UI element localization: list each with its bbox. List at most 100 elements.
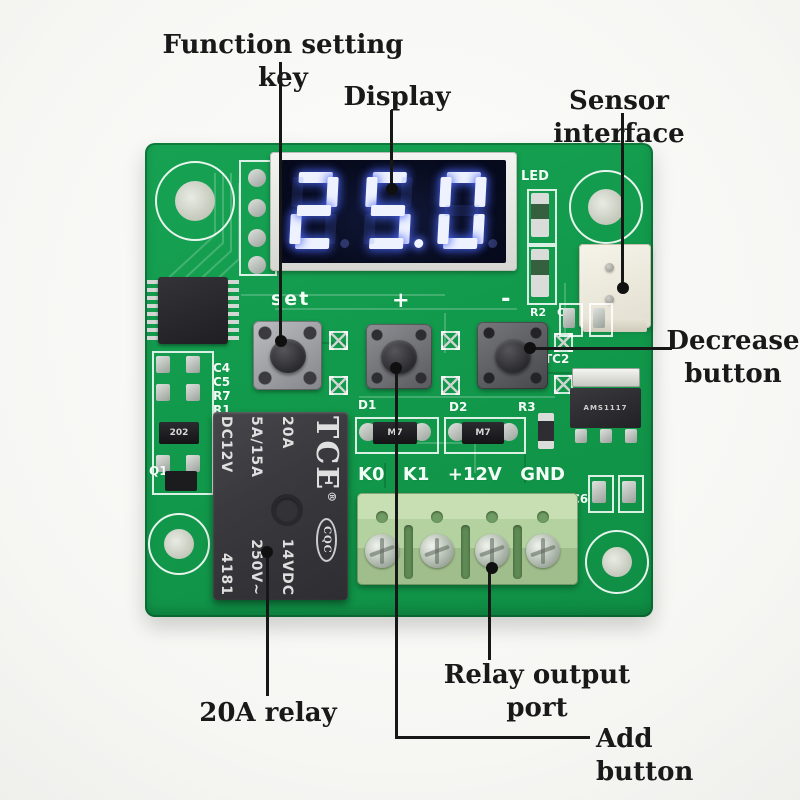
diode2-box <box>444 417 526 454</box>
label-sensor-interface: Sensor interface <box>553 86 685 149</box>
silk-plus-label: + <box>392 288 410 312</box>
smd-pad <box>156 356 170 373</box>
terminal-wire-hole <box>431 511 443 523</box>
smd-pad <box>563 308 575 328</box>
decimal-point <box>414 239 424 248</box>
smd-pad <box>186 455 200 472</box>
terminal-wire-hole <box>486 511 498 523</box>
sensor-connector <box>579 244 651 332</box>
terminal-screw-k1 <box>420 534 454 568</box>
silk-set-label: set <box>271 288 311 310</box>
connector-pin <box>605 295 614 304</box>
digit-segment <box>370 205 406 216</box>
regulator-leg <box>600 429 612 443</box>
voltage-regulator: AMS1117 <box>570 388 641 428</box>
pad-box <box>589 303 613 337</box>
silk-k0-label: K0 <box>358 464 385 485</box>
smd-led-1 <box>531 193 549 237</box>
leader-line-add-button-horizontal <box>395 736 590 739</box>
terminal-wire-hole <box>537 511 549 523</box>
terminal-divider <box>461 525 470 579</box>
leader-dot-sensor <box>617 282 629 294</box>
leader-dot-set-button <box>275 335 287 347</box>
digit-segment <box>439 177 452 207</box>
digit-segment <box>363 214 376 244</box>
terminal-divider <box>513 525 522 579</box>
pad-box <box>559 303 583 337</box>
minus-button <box>477 322 548 389</box>
label-decrease-button: Decrease button <box>666 325 800 390</box>
mounting-hole-top-left <box>155 161 235 241</box>
header-pad <box>248 199 266 217</box>
smd-pad <box>186 356 200 373</box>
silk-r7-label: R7 <box>213 389 231 403</box>
digit-segment <box>296 205 332 216</box>
leader-line-add-button-vertical <box>395 368 398 739</box>
led-silkscreen-box2 <box>527 245 557 305</box>
resistor-202-marking: 202 <box>169 428 189 438</box>
leader-dot-decrease <box>524 342 536 354</box>
display-digit <box>289 172 350 249</box>
resistor-r3 <box>538 413 554 449</box>
label-decrease-line2: button <box>684 358 782 389</box>
label-20a-relay: 20A relay <box>199 698 337 728</box>
regulator-marking: AMS1117 <box>583 404 628 412</box>
silk-r3-label: R3 <box>518 400 536 414</box>
pad-box <box>588 475 614 513</box>
diode-d2-marking: M7 <box>475 428 491 438</box>
label-relay-output-port: Relay output port <box>443 660 631 723</box>
fiducial-pad <box>329 331 348 350</box>
leader-line-sensor-interface <box>621 113 624 289</box>
digit-segment <box>289 214 302 244</box>
connector-pin <box>605 263 614 272</box>
leader-line-relay-output-port <box>488 568 491 660</box>
relay-brand-row: TCE® CQC <box>309 416 344 596</box>
leader-line-decrease-button <box>530 347 672 350</box>
leader-dot-display <box>386 183 398 195</box>
diode-pad <box>413 423 431 441</box>
header-pad <box>248 169 266 187</box>
mounting-hole-top-right <box>569 170 643 244</box>
decimal-point <box>488 239 498 248</box>
plus-button <box>366 324 432 389</box>
relay-batch-code: 4181 <box>217 553 234 596</box>
display-module <box>270 152 517 271</box>
silk-d2-label: D2 <box>449 400 468 414</box>
terminal-divider <box>404 525 413 579</box>
digit-segment <box>437 214 450 244</box>
digit-segment <box>326 177 339 207</box>
ic-pins-left <box>147 280 158 341</box>
resistor-202: 202 <box>159 422 199 444</box>
terminal-silkscreen-row: K0 K1 +12V GND <box>358 466 565 484</box>
silk-c5-label: C5 <box>213 375 231 389</box>
label-add-button: Add button <box>596 724 694 787</box>
relay-dimple <box>271 494 303 526</box>
ic-pins-right <box>228 280 239 341</box>
silk-r2-label: R2 <box>530 306 547 319</box>
label-display: Display <box>343 82 451 112</box>
set-button <box>253 321 322 390</box>
pcb-board: LED set + - R2 C1 TC2 <box>145 143 653 617</box>
digit-segment <box>365 177 378 207</box>
display-digit <box>437 172 498 249</box>
pad-box <box>618 475 644 513</box>
silk-tc2-label: TC2 <box>544 352 570 366</box>
diode-pad <box>500 423 518 441</box>
terminal-screw-k0 <box>365 534 399 568</box>
main-ic-chip <box>158 277 228 344</box>
diode-d2: M7 <box>462 422 504 444</box>
label-function-setting-key: Function setting key <box>162 30 404 93</box>
mounting-hole-bottom-right <box>585 530 649 594</box>
regulator-leg <box>625 429 637 443</box>
relay-brand: TCE® <box>308 416 344 505</box>
fiducial-pad <box>441 331 460 350</box>
leader-dot-plus-button <box>390 362 402 374</box>
leader-dot-relay <box>261 546 273 558</box>
leader-dot-terminal <box>486 562 498 574</box>
led-silkscreen-box <box>527 189 557 245</box>
digit-segment <box>444 205 480 216</box>
terminal-wire-hole <box>376 511 388 523</box>
relay-rating-line3: DC12V 4181 <box>218 416 234 596</box>
relay: TCE® CQC 20A 14VDC 5A/15A 250V~ DC12V 41… <box>213 412 348 600</box>
